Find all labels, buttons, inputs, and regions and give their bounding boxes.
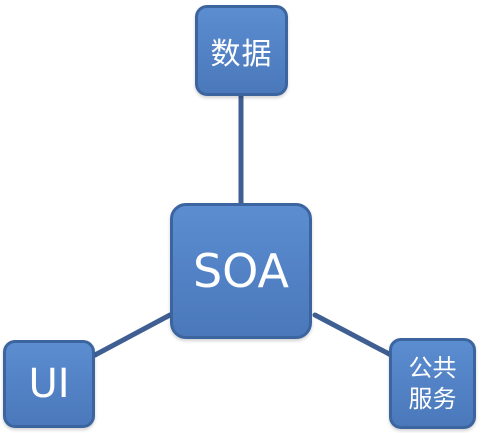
node-soa-label: SOA <box>192 244 290 298</box>
node-ui-label: UI <box>28 361 70 407</box>
connector-soa-ui <box>92 312 173 358</box>
node-data: 数据 <box>195 5 288 96</box>
node-public-service-label-line1: 公共 <box>408 353 457 382</box>
node-ui: UI <box>3 340 95 428</box>
node-public-service-label-line2: 服务 <box>408 384 457 413</box>
node-data-label: 数据 <box>210 36 273 72</box>
node-public-service: 公共 服务 <box>389 338 476 429</box>
connector-soa-public-service <box>312 312 394 358</box>
node-soa: SOA <box>170 203 312 339</box>
